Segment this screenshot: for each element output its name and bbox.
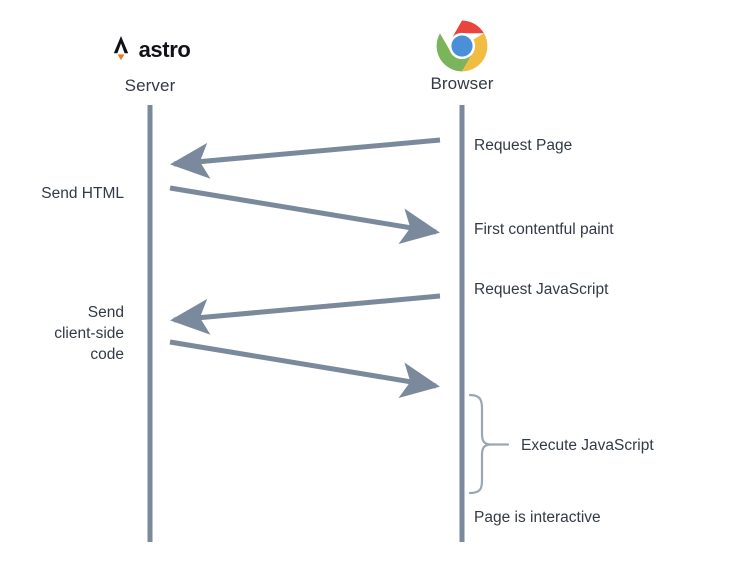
message-label-request-javascript: Request JavaScript — [474, 281, 609, 298]
message-arrow-request-javascript — [170, 293, 441, 335]
chrome-brand-lockup — [362, 20, 562, 72]
message-arrow-send-client-side-code — [169, 339, 440, 399]
astro-wordmark: astro — [138, 37, 191, 62]
message-arrow-send-html — [169, 185, 440, 245]
chrome-logo-icon — [436, 20, 488, 72]
message-label-request-page: Request Page — [474, 137, 573, 154]
message-label-send-client-side-code: Send client-side code — [54, 304, 124, 363]
actor-browser-label: Browser — [430, 74, 494, 93]
execute-javascript-brace — [468, 393, 492, 495]
astro-brand-lockup: astro — [50, 24, 250, 72]
astro-logo-icon — [110, 34, 132, 62]
message-label-first-contentful-paint: First contentful paint — [474, 221, 614, 238]
annotation-label-execute-javascript: Execute JavaScript — [521, 437, 654, 454]
message-label-send-html: Send HTML — [41, 185, 124, 202]
message-arrow-request-page — [170, 137, 441, 179]
annotation-label-page-interactive: Page is interactive — [474, 509, 601, 526]
actor-browser: Browser — [362, 20, 562, 94]
actor-server-label: Server — [124, 76, 176, 95]
actor-server: astro Server — [50, 24, 250, 96]
